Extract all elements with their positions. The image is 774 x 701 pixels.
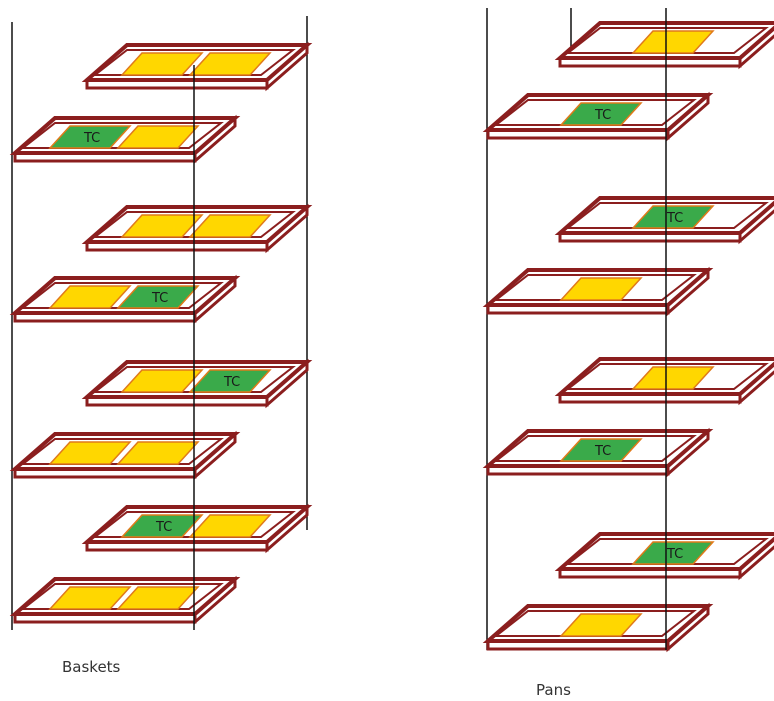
tc-item <box>120 514 204 538</box>
tc-tag: TC <box>666 211 683 226</box>
basket-tray: TC <box>9 274 241 325</box>
basket-tray <box>81 203 313 254</box>
baskets-rack: TC TC TC TC <box>9 16 313 630</box>
tc-tag: TC <box>666 547 683 562</box>
tc-item <box>559 438 643 462</box>
tc-item <box>48 125 132 149</box>
pan-tray: TC <box>554 196 774 245</box>
yellow-item <box>116 586 200 610</box>
yellow-item <box>188 52 272 76</box>
yellow-item <box>559 613 643 637</box>
yellow-item <box>120 52 204 76</box>
pan-tray <box>482 266 714 317</box>
pans-rack: TC TC TC TC <box>482 8 774 653</box>
basket-tray <box>81 41 313 92</box>
yellow-item <box>48 441 132 465</box>
pan-tray: TC <box>554 532 774 581</box>
pan-tray <box>554 21 774 70</box>
yellow-item <box>631 30 715 54</box>
pan-tray <box>554 357 774 406</box>
yellow-item <box>120 369 204 393</box>
tc-tag: TC <box>155 520 172 535</box>
basket-tray: TC <box>81 503 313 554</box>
yellow-item <box>116 441 200 465</box>
pans-label: Pans <box>536 681 571 699</box>
tc-tag: TC <box>594 108 611 123</box>
basket-tray: TC <box>9 114 241 165</box>
tc-tag: TC <box>223 375 240 390</box>
yellow-item <box>559 277 643 301</box>
yellow-item <box>48 285 132 309</box>
yellow-item <box>188 514 272 538</box>
baskets-label: Baskets <box>62 658 121 676</box>
basket-tray <box>9 575 241 626</box>
pan-tray: TC <box>482 91 714 142</box>
yellow-item <box>120 214 204 238</box>
pan-tray <box>482 602 714 653</box>
basket-tray: TC <box>81 358 313 409</box>
tc-item <box>631 541 715 565</box>
tc-item <box>559 102 643 126</box>
tc-item <box>631 205 715 229</box>
yellow-item <box>48 586 132 610</box>
tc-tag: TC <box>594 444 611 459</box>
yellow-item <box>188 214 272 238</box>
tc-item <box>188 369 272 393</box>
tc-item <box>116 285 200 309</box>
basket-tray <box>9 430 241 481</box>
yellow-item <box>631 366 715 390</box>
yellow-item <box>116 125 200 149</box>
pan-tray: TC <box>482 427 714 478</box>
tc-tag: TC <box>83 131 100 146</box>
tc-tag: TC <box>151 291 168 306</box>
